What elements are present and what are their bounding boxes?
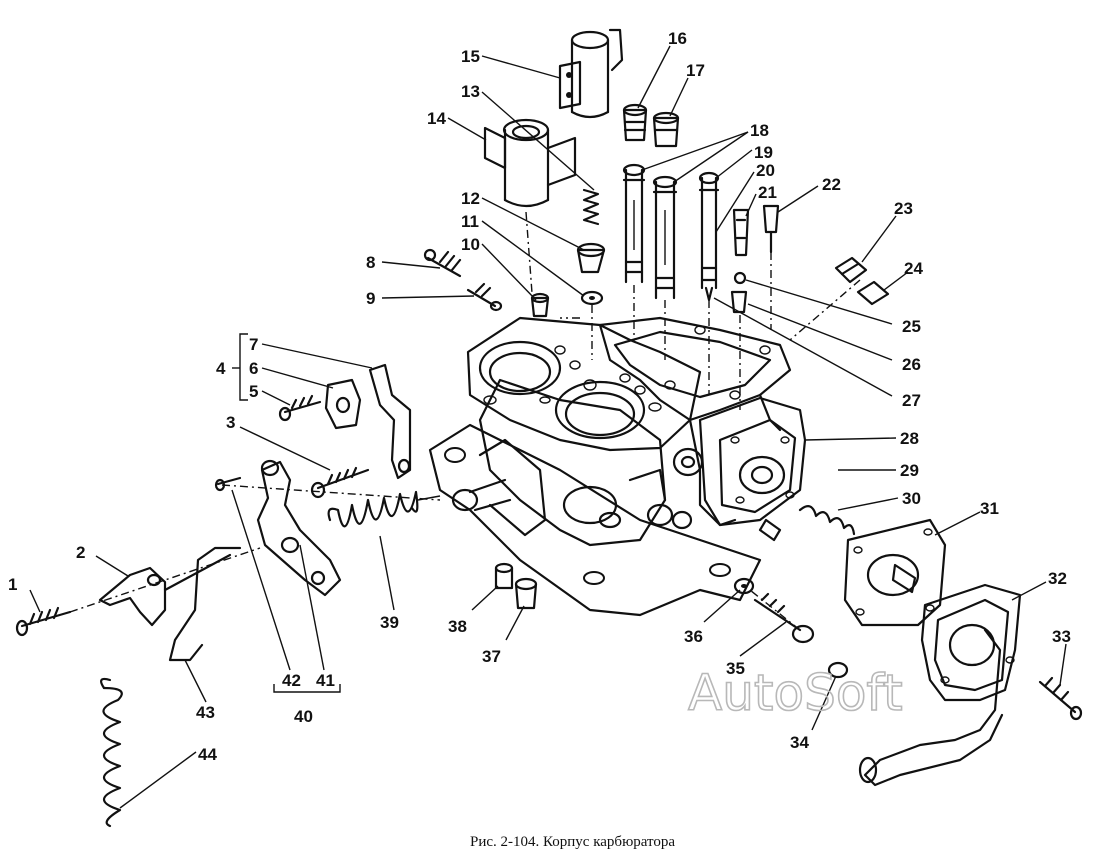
label-6: 6 [249,359,258,378]
label-14: 14 [427,109,446,128]
part-11-washer [580,290,604,306]
label-21: 21 [758,183,777,202]
label-40: 40 [294,707,313,726]
part-36-washer [733,577,755,595]
part-14-sleeve [483,118,577,208]
part-41-lever [256,459,342,597]
part-1-screw [15,606,72,637]
label-42: 42 [282,671,301,690]
label-2: 2 [76,543,85,562]
part-6-bracket [324,378,362,430]
label-10: 10 [461,235,480,254]
label-31: 31 [980,499,999,518]
label-11: 11 [461,212,479,231]
part-34-washer [827,661,849,679]
part-39-spring [327,490,441,528]
label-41: 41 [316,671,335,690]
label-30: 30 [902,489,921,508]
label-44: 44 [198,745,217,764]
label-3: 3 [226,413,235,432]
label-27: 27 [902,391,921,410]
part-18-emulsion-tube [622,163,646,284]
label-39: 39 [380,613,399,632]
part-12-bushing [576,242,606,274]
label-15: 15 [461,47,480,66]
label-24: 24 [904,259,923,278]
label-5: 5 [249,382,258,401]
part-25-ball [733,271,747,285]
label-17: 17 [686,61,705,80]
label-28: 28 [900,429,919,448]
label-19: 19 [754,143,773,162]
label-34: 34 [790,733,809,752]
part-10-nut [530,292,550,318]
part-15-sleeve [558,28,624,119]
label-22: 22 [822,175,841,194]
label-12: 12 [461,189,480,208]
label-29: 29 [900,461,919,480]
part-23-valve [834,256,868,284]
part-7-lever [368,363,412,480]
part-43-rod [168,546,242,662]
part-31-diaphragm-cover [843,518,947,627]
label-23: 23 [894,199,913,218]
label-43: 43 [196,703,215,722]
part-20-tube [698,171,720,302]
part-26-needle [730,290,748,314]
label-36: 36 [684,627,703,646]
part-42-screw [214,476,242,492]
label-7: 7 [249,335,258,354]
label-25: 25 [902,317,921,336]
label-38: 38 [448,617,467,636]
label-32: 32 [1048,569,1067,588]
part-35-screw [753,592,815,644]
label-1: 1 [8,575,17,594]
part-9-screw [466,282,503,312]
label-16: 16 [668,29,687,48]
part-17-cap [652,111,680,148]
part-19-emulsion-tube [652,175,678,300]
part-13-spring [582,188,600,226]
assembly-axis-lines [69,211,861,631]
label-20: 20 [756,161,775,180]
leader-lines [29,45,1067,809]
label-4: 4 [216,359,226,378]
label-9: 9 [366,289,375,308]
part-16-cap [622,103,648,142]
part-3-screw [310,466,370,499]
part-33-screw [1038,676,1083,721]
part-37-bushing [514,577,538,610]
part-2-lever [98,553,232,627]
part-38-bushing [494,562,514,590]
part-22-jet [762,204,780,254]
figure-caption: Рис. 2-104. Корпус карбюратора [470,834,675,850]
part-32-pump-cover [858,583,1022,787]
label-33: 33 [1052,627,1071,646]
label-18: 18 [750,121,769,140]
watermark: AutoSoft [688,664,903,722]
part-30-spring [758,505,856,542]
part-number-labels: 1 2 3 4 5 6 7 8 9 10 11 12 13 14 15 16 1… [8,29,1071,764]
label-37: 37 [482,647,501,666]
part-21-jet [732,208,750,257]
label-13: 13 [461,82,480,101]
carburetor-body [428,316,807,617]
part-44-spring [100,677,123,828]
label-8: 8 [366,253,375,272]
part-8-screw [423,248,462,278]
label-26: 26 [902,355,921,374]
part-5-screw [278,394,322,422]
part-24-valve [856,280,890,306]
label-35: 35 [726,659,745,678]
